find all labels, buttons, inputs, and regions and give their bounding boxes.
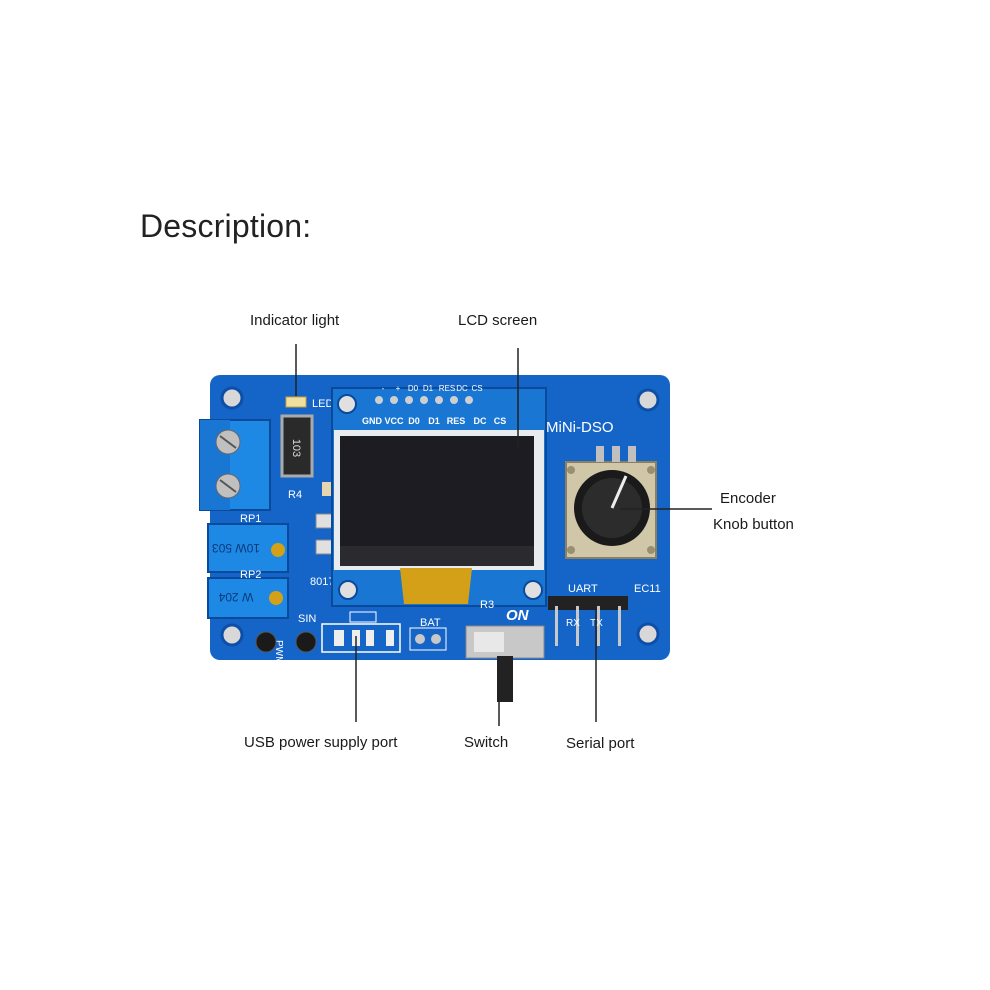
ec11-label: EC11 (634, 583, 661, 595)
header-pin-label: RES (447, 416, 466, 426)
sin-label: SIN (298, 613, 316, 625)
page-title: Description: (140, 208, 312, 244)
callout-knob-button: Knob button (713, 516, 794, 533)
uart-header (548, 596, 628, 646)
callout-lines (295, 344, 712, 726)
oled-module (331, 387, 547, 607)
probe-pins (255, 631, 317, 653)
resistor-code: 103 (290, 439, 302, 457)
slide-switch (465, 625, 545, 702)
screw-terminal (199, 419, 271, 511)
board-name: MiNi-DSO (546, 419, 614, 436)
header-pin-top-label: - (382, 384, 385, 393)
mounting-hole-icon (220, 386, 660, 647)
header-pin-top-label: RES (439, 384, 455, 393)
rotary-encoder (565, 446, 657, 559)
r4-label: R4 (288, 489, 302, 501)
rp1-label: RP1 (240, 513, 261, 525)
battery-pads (409, 627, 447, 651)
lcd-screen (340, 436, 534, 546)
header-pin-label: VCC (384, 416, 404, 426)
header-pin-top-label: D1 (423, 384, 434, 393)
led-label: LED (312, 398, 333, 410)
header-pin-label: D1 (428, 416, 440, 426)
header-pin-top-label: DC (456, 384, 468, 393)
potentiometer-rp2: W 204 (207, 577, 289, 619)
header-pin-top-label: CS (471, 384, 482, 393)
callout-encoder: Encoder (720, 490, 776, 507)
callout-lcd-screen: LCD screen (458, 312, 538, 329)
potentiometer-rp1: 10W 503 (207, 523, 289, 573)
oled-header-pins (375, 396, 473, 404)
header-pin-label: GND (362, 416, 383, 426)
callout-serial-port: Serial port (566, 735, 635, 752)
callout-indicator-light: Indicator light (250, 312, 340, 329)
resistor-103: 103 (280, 414, 314, 478)
chip-label: 8017 (310, 576, 334, 588)
header-pin-label: DC (474, 416, 487, 426)
uart-label: UART (568, 583, 598, 595)
header-pin-top-label: D0 (408, 384, 419, 393)
indicator-led (285, 396, 307, 408)
callout-switch: Switch (464, 734, 509, 751)
bat-label: BAT (420, 617, 441, 629)
rp2-value: W 204 (218, 590, 253, 604)
rp1-value: 10W 503 (212, 541, 260, 555)
rp2-label: RP2 (240, 569, 261, 581)
pwm-label: PWM (273, 640, 284, 664)
header-pin-label: CS (494, 416, 507, 426)
rx-label: RX (566, 618, 580, 629)
header-pin-top-label: + (396, 384, 401, 393)
header-pin-label: D0 (408, 416, 420, 426)
on-label: ON (506, 607, 530, 624)
callout-usb-power: USB power supply port (244, 734, 398, 751)
r3-label: R3 (480, 599, 494, 611)
